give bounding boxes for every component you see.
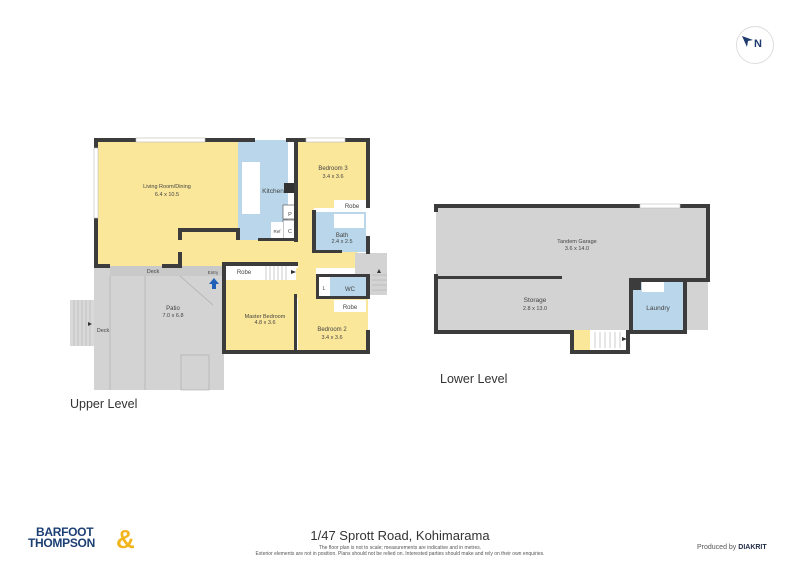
svg-text:WC: WC xyxy=(345,287,356,293)
svg-text:Robe: Robe xyxy=(345,204,360,210)
barfoot-thompson-logo: BARFOOT THOMPSON & xyxy=(28,524,135,554)
produced-by: Produced by DIAKRIT xyxy=(697,544,767,551)
svg-text:7.0 x 6.8: 7.0 x 6.8 xyxy=(162,313,183,319)
svg-text:Tandem Garage: Tandem Garage xyxy=(557,239,596,245)
upper-level-plan xyxy=(70,137,387,391)
svg-text:P: P xyxy=(288,212,292,218)
svg-text:2.4 x 2.5: 2.4 x 2.5 xyxy=(331,239,352,245)
upper-level-label: Upper Level xyxy=(70,397,138,411)
svg-text:6.4 x 10.5: 6.4 x 10.5 xyxy=(155,192,179,198)
svg-text:Deck: Deck xyxy=(97,328,110,334)
svg-text:3.4 x 3.6: 3.4 x 3.6 xyxy=(322,174,343,180)
compass: N xyxy=(736,26,774,64)
svg-text:Bedroom 2: Bedroom 2 xyxy=(317,327,347,333)
disclaimer-line-1: The floor plan is not to scale; measurem… xyxy=(318,545,482,551)
svg-text:C: C xyxy=(288,229,292,235)
svg-text:Deck: Deck xyxy=(147,269,160,275)
property-address: 1/47 Sprott Road, Kohimarama xyxy=(310,528,490,543)
svg-text:3.6 x 14.0: 3.6 x 14.0 xyxy=(565,246,589,252)
compass-label: N xyxy=(754,38,762,50)
lower-level-label: Lower Level xyxy=(440,372,508,386)
disclaimer-line-2: Exterior elements are not in position. P… xyxy=(255,551,545,557)
entry-arrow-icon xyxy=(209,278,219,289)
svg-text:Entry: Entry xyxy=(208,270,219,275)
svg-text:Bath: Bath xyxy=(336,233,348,239)
svg-text:4.8 x 3.6: 4.8 x 3.6 xyxy=(254,320,275,326)
svg-text:L: L xyxy=(322,286,325,292)
svg-text:Bedroom 3: Bedroom 3 xyxy=(318,166,348,172)
svg-text:Master Bedroom: Master Bedroom xyxy=(245,314,286,320)
svg-text:Laundry: Laundry xyxy=(646,305,670,312)
svg-text:Ref: Ref xyxy=(273,229,281,234)
lower-level-plan: Tandem Garage 3.6 x 14.0 Storage 2.8 x 1… xyxy=(434,203,710,354)
svg-text:2.8 x 13.0: 2.8 x 13.0 xyxy=(523,306,547,312)
producer-name: DIAKRIT xyxy=(738,544,767,551)
svg-text:Storage: Storage xyxy=(524,297,547,304)
svg-text:Kitchen: Kitchen xyxy=(262,188,284,195)
svg-text:Robe: Robe xyxy=(343,305,358,311)
north-arrow-icon xyxy=(742,36,753,47)
svg-text:Patio: Patio xyxy=(166,306,180,312)
room-living: Living Room/Dining xyxy=(143,184,191,190)
svg-text:Robe: Robe xyxy=(237,270,252,276)
upper-level-labels: Living Room/Dining 6.4 x 10.5 Kitchen Be… xyxy=(97,166,360,341)
svg-text:3.4 x 3.6: 3.4 x 3.6 xyxy=(321,335,342,341)
